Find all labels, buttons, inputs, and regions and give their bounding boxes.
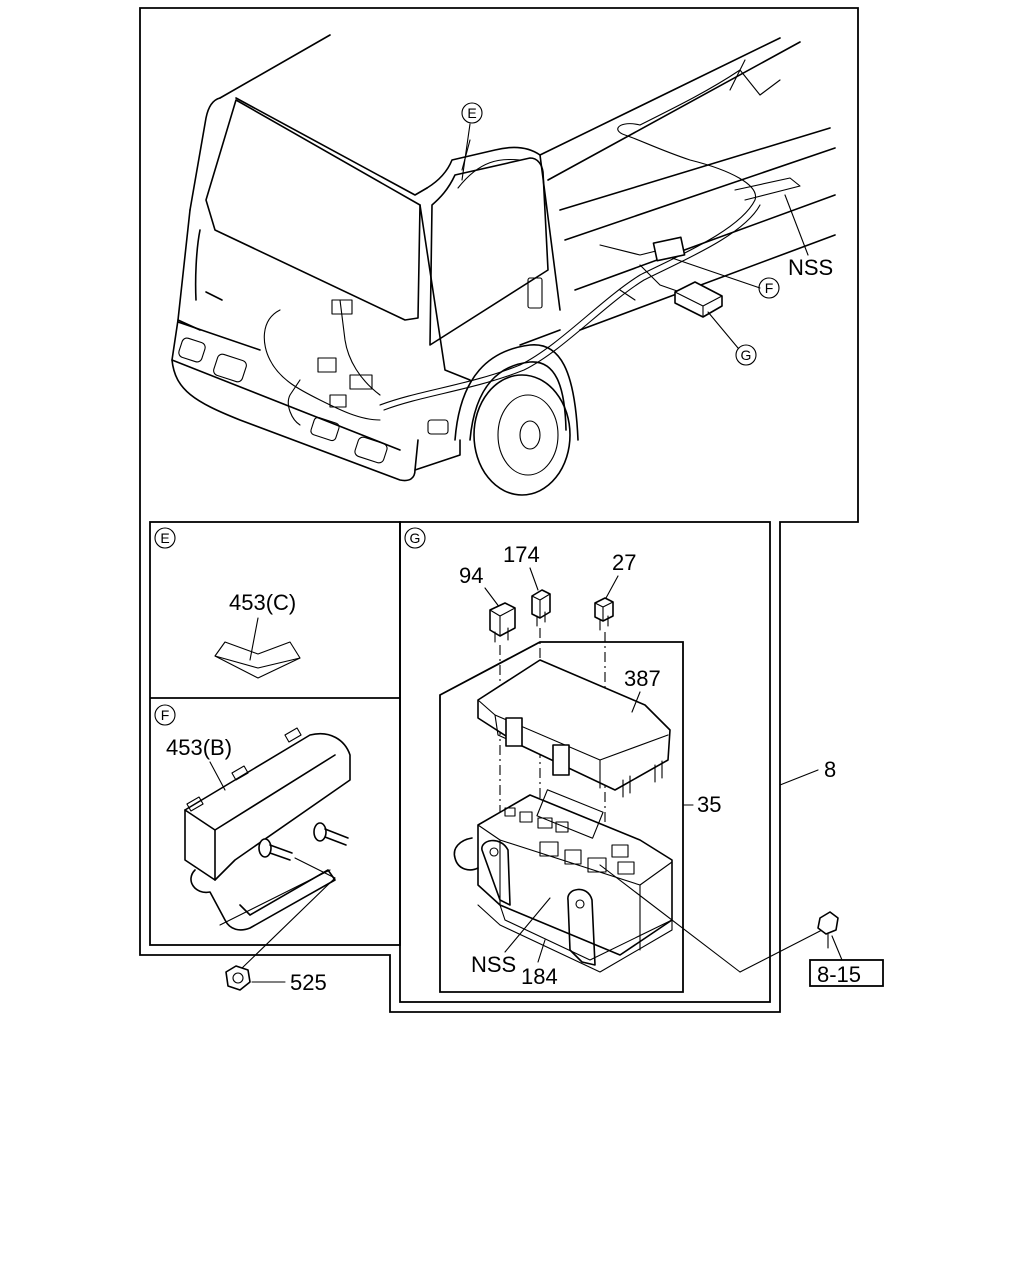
detail-ef-frame bbox=[149, 521, 401, 946]
label-nss-top: NSS bbox=[788, 255, 833, 280]
bolt-left bbox=[258, 838, 293, 861]
label-35: 35 bbox=[697, 792, 721, 817]
leader-bolt bbox=[294, 857, 336, 879]
label-184: 184 bbox=[521, 964, 558, 989]
detail-e-heading: E bbox=[160, 530, 169, 546]
part-453b bbox=[184, 727, 351, 931]
relay-94 bbox=[489, 602, 516, 643]
label-nss-box: NSS bbox=[471, 952, 516, 977]
fuse-27 bbox=[594, 597, 614, 631]
fuse-box-assembly-frame bbox=[439, 641, 684, 993]
label-ref-8-15: 8-15 bbox=[817, 962, 861, 987]
callout-f-circle bbox=[758, 277, 780, 299]
cover-387 bbox=[477, 659, 671, 798]
detail-f-heading: F bbox=[161, 707, 170, 723]
detail-g-frame bbox=[399, 521, 771, 1003]
label-174: 174 bbox=[503, 542, 540, 567]
bolt-right bbox=[313, 822, 349, 846]
leader-453b bbox=[209, 761, 226, 791]
label-94: 94 bbox=[459, 563, 483, 588]
detail-f-circle bbox=[154, 704, 176, 726]
label-27: 27 bbox=[612, 550, 636, 575]
label-387: 387 bbox=[624, 666, 661, 691]
label-8: 8 bbox=[824, 757, 836, 782]
detail-g-circle bbox=[404, 527, 426, 549]
label-525: 525 bbox=[290, 970, 327, 995]
callout-e-circle bbox=[461, 102, 483, 124]
callout-g-label: G bbox=[741, 347, 752, 363]
detail-e-circle bbox=[154, 527, 176, 549]
label-453b: 453(B) bbox=[166, 735, 232, 760]
ref-8-15-box bbox=[809, 959, 884, 987]
base-184 bbox=[453, 789, 673, 973]
truck-overview bbox=[171, 34, 836, 496]
detail-g-heading: G bbox=[410, 530, 421, 546]
nut-525 bbox=[225, 965, 251, 991]
callout-f-label: F bbox=[765, 280, 774, 296]
callout-g-circle bbox=[735, 344, 757, 366]
leader-453c bbox=[249, 617, 259, 661]
screw bbox=[817, 911, 839, 949]
relay-174 bbox=[531, 589, 551, 627]
part-453c bbox=[214, 641, 301, 679]
label-453c: 453(C) bbox=[229, 590, 296, 615]
callout-e-label: E bbox=[467, 105, 476, 121]
main-frame bbox=[139, 7, 859, 1013]
